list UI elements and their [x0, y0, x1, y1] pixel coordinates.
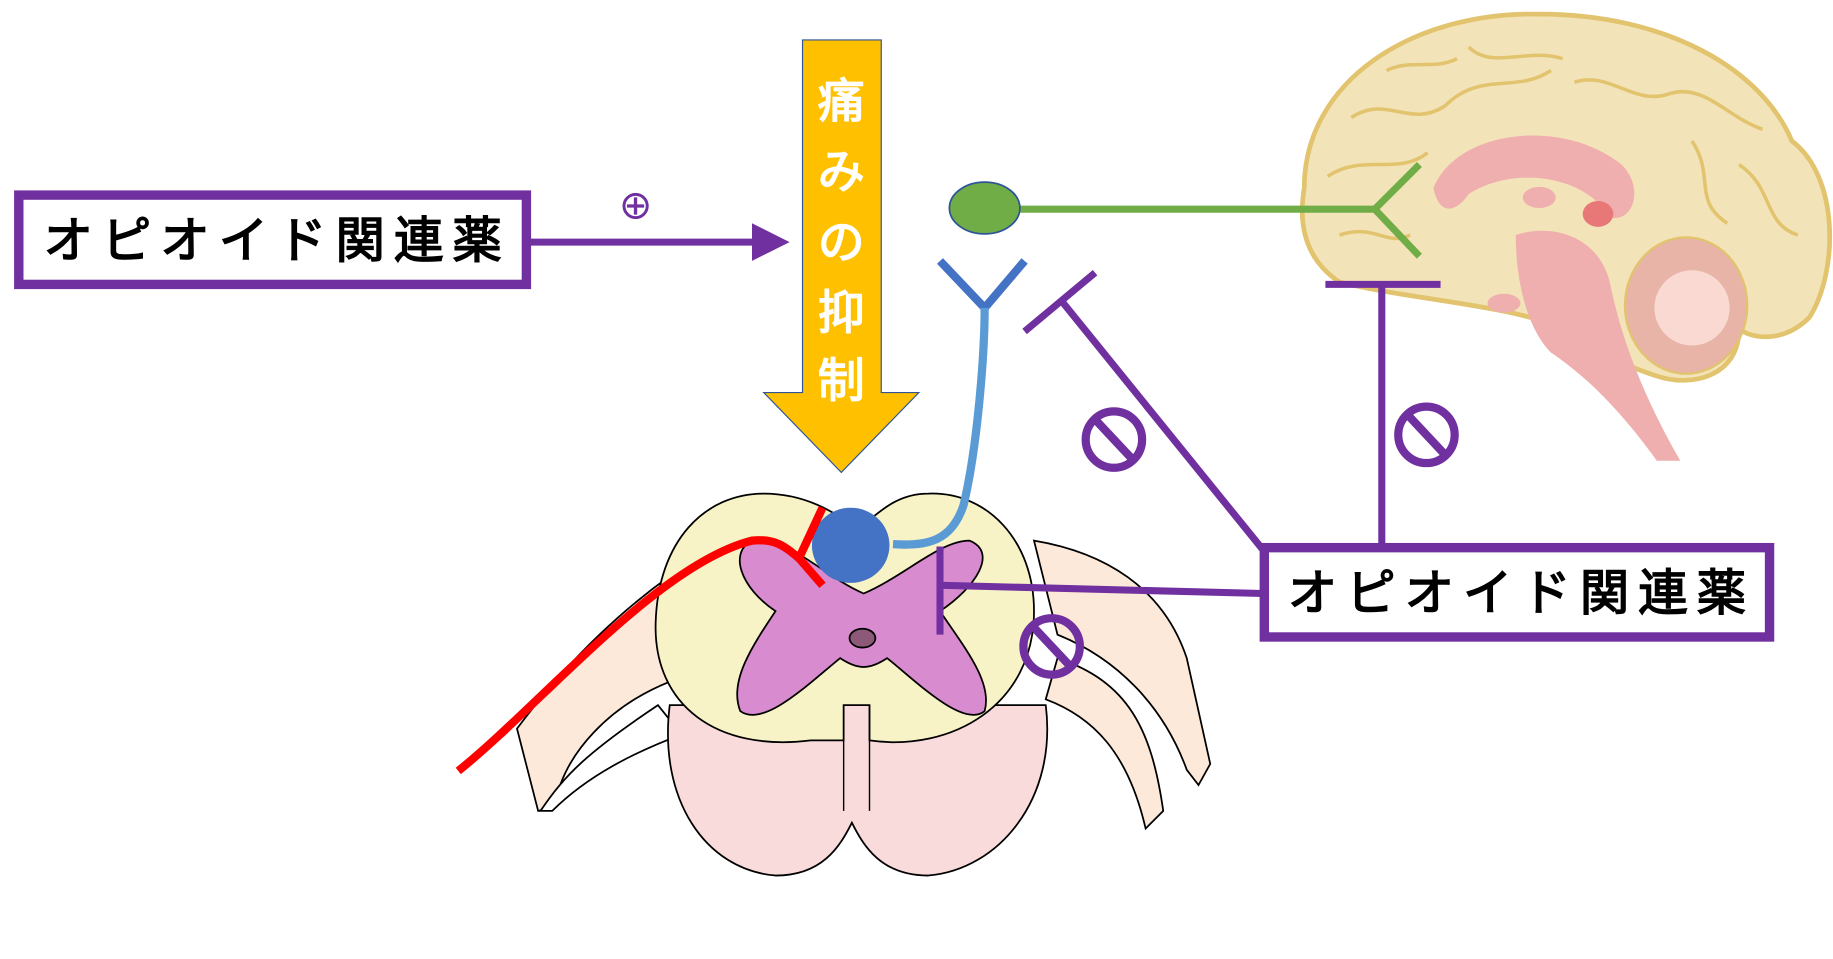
- opioid-drug-label-right: オピオイド関連薬: [1259, 542, 1775, 642]
- plus-circle-icon: ⊕: [619, 183, 652, 229]
- primary-afferent-fiber: [455, 505, 827, 775]
- pain-inhibition-char: の: [818, 216, 865, 271]
- central-canal: [848, 627, 877, 649]
- descending-neuron: [948, 162, 1422, 259]
- pain-inhibition-char: 痛: [818, 75, 865, 130]
- brain-sagittal: [1299, 11, 1832, 461]
- pain-inhibition-char: 制: [818, 354, 865, 409]
- arrow-head: [752, 223, 790, 261]
- opioid-inhibition-lines: [528, 238, 1441, 635]
- opioid-drug-label-left: オピオイド関連薬: [14, 190, 532, 290]
- corpus-callosum: [1433, 135, 1635, 219]
- interneuron: [811, 258, 1028, 583]
- inhibit-icon: [1081, 407, 1147, 472]
- pain-inhibition-char: 抑: [818, 286, 865, 341]
- inhibit-icon: [1394, 402, 1459, 468]
- pain-inhibition-char: み: [818, 145, 865, 200]
- gray-matter: [736, 539, 987, 716]
- brainstem: [1515, 230, 1681, 461]
- pain-inhibition-arrow: 痛 み の 抑 制: [762, 39, 921, 474]
- inhibit-icon: [1019, 614, 1084, 679]
